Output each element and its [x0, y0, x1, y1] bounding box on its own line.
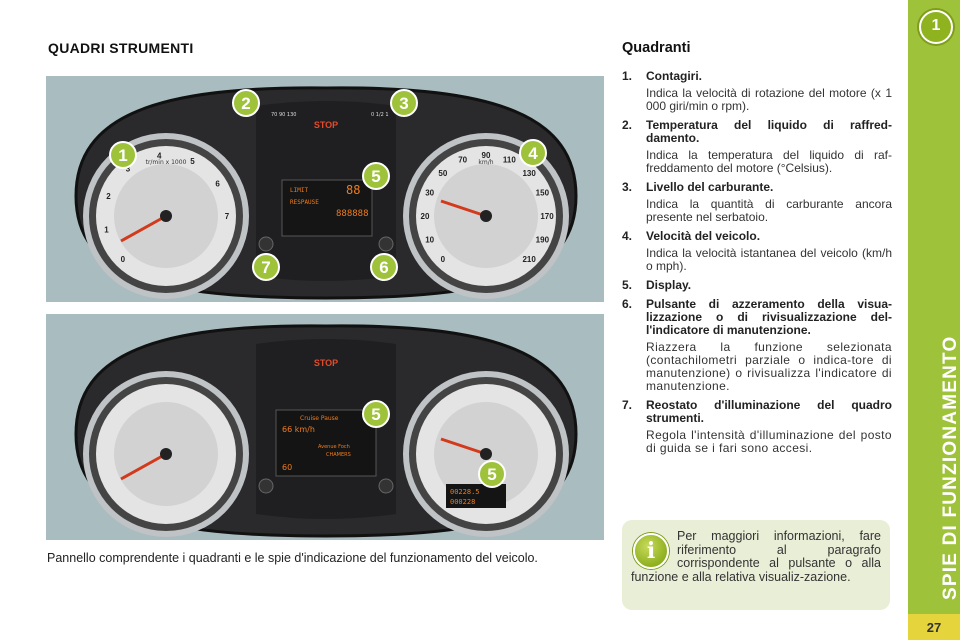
item-number: 7.	[622, 398, 633, 412]
d2b: 66 km/h	[282, 425, 315, 434]
item-number: 5.	[622, 278, 633, 292]
item-title: Reostato d'illuminazione del quadro stru…	[646, 398, 892, 425]
callout-marker	[478, 460, 506, 488]
gauge-tick-label: 170	[540, 212, 554, 221]
gauge-tick-label: 0	[121, 255, 126, 264]
instrument-panel-photo-top: tr/min x 1000 km/h 0 1 2 3 4 5 6 7 0 10 20 30 50 70 9…	[46, 76, 604, 302]
d2d: CHAMERS	[326, 452, 351, 458]
callout-number: 5	[371, 405, 380, 424]
item-title: Display.	[646, 278, 692, 292]
item-number: 3.	[622, 180, 633, 194]
item-description: Indica la velocità di rotazione del moto…	[646, 86, 892, 113]
d2f: 00228.5	[450, 488, 480, 496]
callout-marker	[109, 141, 137, 169]
item-description: Indica la quantità di carburante ancora …	[646, 197, 892, 224]
item-description: Riazzera la funzione selezionata (contac…	[646, 340, 892, 393]
d2a: Cruise Pause	[300, 415, 339, 422]
item-title: Contagiri.	[646, 69, 702, 83]
callout-number: 2	[241, 94, 250, 113]
info-note: i Per maggiori informazioni, fare riferi…	[622, 520, 890, 610]
gauge-item: 3. Livello del carburante. Indica la quant…	[622, 181, 892, 224]
d1b: RESPAUSE	[290, 199, 319, 206]
callout-marker	[362, 162, 390, 190]
instrument-panel-photo-bottom: Cruise Pause 66 km/h Avenue Foch CHAMERS…	[46, 314, 604, 540]
d2c: Avenue Foch	[318, 444, 350, 450]
page-number: 27	[908, 614, 960, 640]
t-rpm: tr/min x 1000	[146, 159, 187, 166]
gauge-tick-label: 30	[425, 189, 434, 198]
callout-number: 4	[528, 144, 538, 163]
d1d: 888888	[336, 209, 369, 219]
gauge-item: 6. Pulsante di azzeramento della visua-li…	[622, 298, 892, 393]
gauge-tick-label: 0	[441, 255, 446, 264]
item-number: 6.	[622, 297, 633, 311]
gauge-tick-label: 3	[126, 164, 131, 173]
info-text: Per maggiori informazioni, fare riferime…	[631, 529, 881, 584]
callout-number: 1	[118, 146, 127, 165]
gauges-title: Quadranti	[622, 40, 691, 56]
gauge-tick-label: 210	[522, 255, 536, 264]
d1a: LIMIT	[290, 187, 308, 194]
temp-top: 70 90 130	[271, 112, 296, 118]
item-description: Indica la temperatura del liquido di raf…	[646, 148, 892, 175]
gauge-item: 7. Reostato d'illuminazione del quadro st…	[622, 399, 892, 455]
callout-marker	[362, 400, 390, 428]
d2e: 60	[282, 463, 292, 472]
chapter-badge: 1	[919, 10, 953, 44]
chapter-sidebar: 1	[908, 0, 960, 640]
callout-marker	[232, 89, 260, 117]
gauge-tick-label: 70	[458, 156, 467, 165]
gauge-tick-label: 20	[421, 212, 430, 221]
item-title: Pulsante di azzeramento della visua-lizz…	[646, 297, 892, 337]
gauge-tick-label: 4	[157, 151, 162, 160]
gauge-item: 4. Velocità del veicolo. Indica la velocit…	[622, 230, 892, 273]
callout-number: 3	[399, 94, 408, 113]
chapter-title: SPIE DI FUNZIONAMENTO	[940, 335, 960, 600]
callout-number: 7	[261, 258, 270, 277]
gauge-tick-label: 6	[215, 180, 220, 189]
fuel-top: 0 1/2 1	[371, 112, 389, 118]
item-title: Temperatura del liquido di raffred-damen…	[646, 118, 892, 145]
gauge-tick-label: 2	[106, 192, 111, 201]
gauge-tick-label: 7	[225, 212, 230, 221]
gauge-tick-label: 150	[536, 189, 550, 198]
t-kmh: km/h	[478, 159, 493, 166]
gauge-tick-label: 5	[190, 157, 195, 166]
gauge-tick-label: 90	[482, 151, 491, 160]
item-number: 1.	[622, 69, 633, 83]
callout-number: 5	[371, 167, 380, 186]
item-description: Regola l'intensità d'illuminazione del p…	[646, 428, 892, 455]
gauge-tick-label: 50	[438, 169, 447, 178]
info-icon: i	[633, 533, 669, 569]
callout-marker	[519, 139, 547, 167]
gauge-item: 5. Display.	[622, 279, 892, 292]
callout-number: 5	[487, 465, 496, 484]
gauge-tick-label: 130	[522, 169, 536, 178]
gauge-tick-label: 1	[104, 226, 109, 235]
d1c: 88	[346, 183, 360, 197]
callout-marker	[252, 253, 280, 281]
d2g: 000228	[450, 498, 475, 506]
callout-number: 6	[379, 258, 388, 277]
gauge-item: 1. Contagiri. Indica la velocità di rotazi…	[622, 70, 892, 113]
item-number: 2.	[622, 118, 633, 132]
item-title: Livello del carburante.	[646, 180, 774, 194]
gauge-tick-label: 10	[425, 235, 434, 244]
gauge-item: 2. Temperatura del liquido di raffred-dam…	[622, 119, 892, 175]
item-title: Velocità del veicolo.	[646, 229, 761, 243]
panel-caption: Pannello comprendente i quadranti e le s…	[47, 551, 538, 565]
item-description: Indica la velocità istantanea del veicol…	[646, 246, 892, 273]
gauge-tick-label: 110	[503, 156, 516, 165]
callout-marker	[370, 253, 398, 281]
gauges-description: Quadranti 1. Contagiri. Indica la velocità…	[622, 40, 892, 461]
stop-top: STOP	[314, 120, 338, 130]
gauge-tick-label: 190	[536, 235, 550, 244]
item-number: 4.	[622, 229, 633, 243]
stop-bottom: STOP	[314, 358, 338, 368]
callout-marker	[390, 89, 418, 117]
section-title: QUADRI STRUMENTI	[48, 40, 194, 56]
